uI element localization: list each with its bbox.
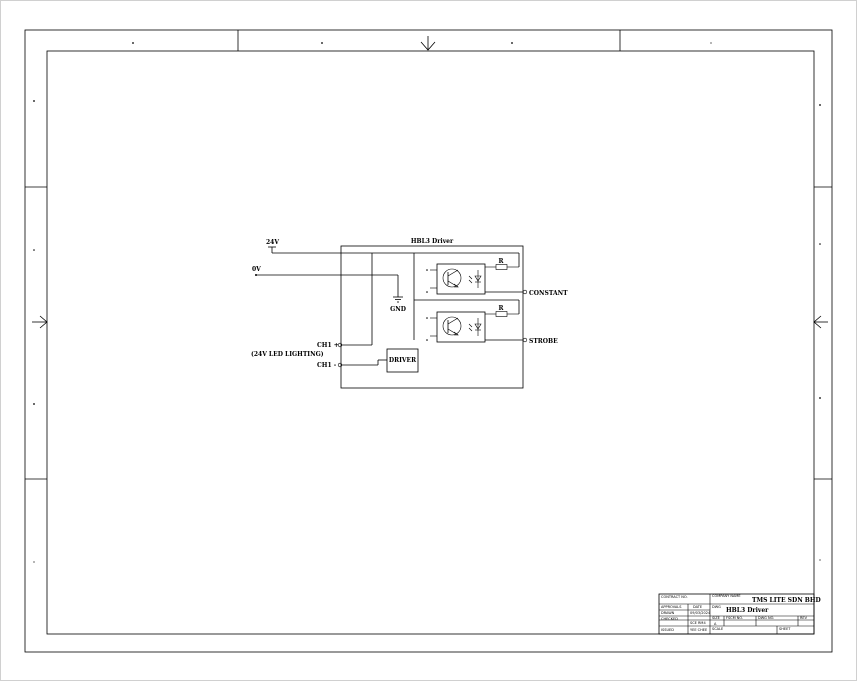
- dwg-no-label: DWG NO.: [758, 616, 774, 620]
- issued-label: ISSUED: [661, 628, 674, 632]
- optocoupler-strobe: R STROBE: [426, 305, 558, 345]
- gnd-label: GND: [390, 306, 406, 313]
- center-arrow-top: [420, 36, 436, 51]
- size-value: A: [714, 622, 717, 626]
- center-arrow-right: [813, 315, 828, 329]
- hbl3-driver-box: [340, 245, 524, 389]
- lighting-label: (24V LED LIGHTING): [251, 351, 324, 358]
- supply-24v: 24V: [266, 239, 414, 254]
- company-name-label: COMPANY NAME: [712, 594, 741, 598]
- zone-markers: [33, 42, 821, 563]
- checked-label: CHECKED: [661, 617, 678, 621]
- driver-label: DRIVER: [389, 357, 417, 364]
- ch1-terminals: CH1 + CH1 - (24V LED LIGHTING): [251, 342, 387, 369]
- approvals-label: APPROVALS: [661, 605, 682, 609]
- output-strobe-label: STROBE: [529, 338, 558, 345]
- size-label: SIZE: [712, 616, 720, 620]
- title-block: CONTRACT NO. COMPANY NAME TMS LITE SDN B…: [658, 593, 821, 635]
- contract-no-label: CONTRACT NO.: [661, 595, 688, 599]
- output-constant-label: CONSTANT: [529, 290, 568, 297]
- drawing-frame: [24, 29, 833, 653]
- driver-block: [386, 348, 419, 373]
- resistor-label-2: R: [499, 305, 505, 312]
- optocoupler-constant: R CONSTANT: [426, 258, 568, 297]
- drawn-date: 09/03/2024: [690, 611, 711, 615]
- drawing-title: HBL3 Driver: [726, 607, 769, 614]
- resistor-label-1: R: [499, 258, 505, 265]
- drawn-label: DRAWN: [661, 611, 675, 615]
- schematic: HBL3 Driver 24V 0V GND C: [251, 238, 568, 389]
- company-name: TMS LITE SDN BHD: [752, 597, 821, 604]
- ch1-plus-label: CH1 +: [317, 342, 339, 349]
- dwg-label: DWG: [712, 605, 721, 609]
- sheet-label: SHEET: [779, 627, 791, 631]
- ground-symbol: GND: [390, 296, 406, 313]
- supply-0v-label: 0V: [252, 266, 261, 273]
- checked-value: SCE RM4: [690, 621, 706, 625]
- fscm-label: FSCM NO.: [726, 616, 743, 620]
- ch1-minus-label: CH1 -: [317, 362, 337, 369]
- center-arrow-left: [32, 315, 48, 329]
- hbl3-driver-title: HBL3 Driver: [411, 238, 454, 245]
- scale-label: SCALE: [712, 627, 723, 631]
- date-label: DATE: [693, 605, 702, 609]
- rev-label: REV: [800, 616, 808, 620]
- supply-0v: 0V: [252, 266, 399, 297]
- supply-24v-label: 24V: [266, 239, 279, 246]
- issued-value: YEE CHEE: [690, 628, 707, 632]
